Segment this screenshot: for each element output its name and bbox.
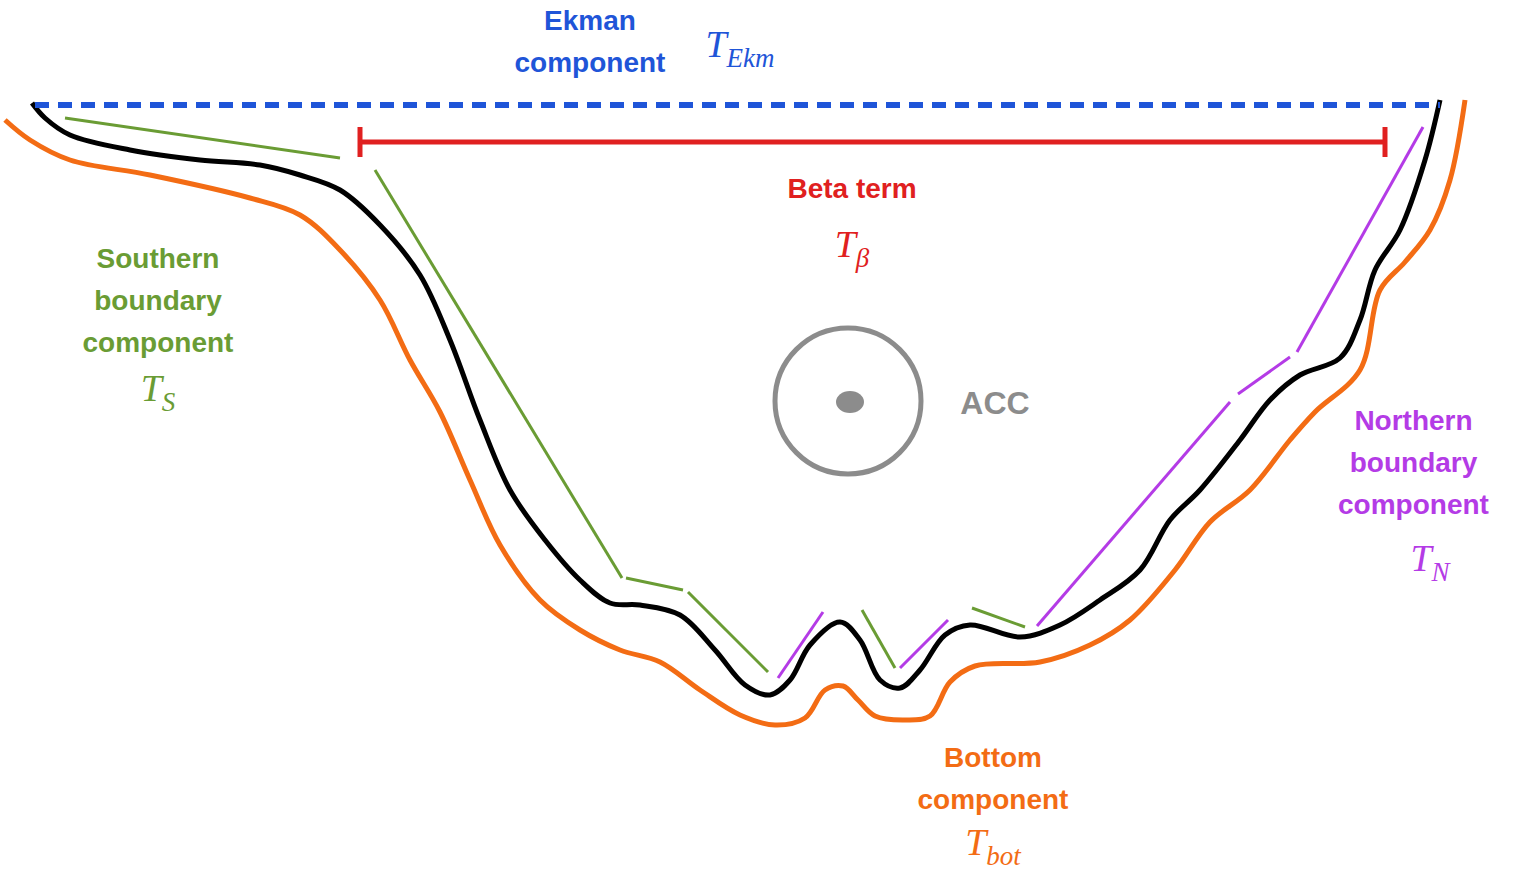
component-name: Southern boundary component bbox=[51, 238, 266, 364]
southern-boundary-segment bbox=[688, 592, 768, 672]
southern-boundary-segment bbox=[862, 610, 895, 668]
beta-bracket-end bbox=[358, 127, 363, 157]
component-name: Ekman component bbox=[490, 0, 690, 84]
bottom-contour bbox=[5, 100, 1465, 725]
current-name: ACC bbox=[935, 382, 1055, 424]
southern-boundary-segment bbox=[65, 118, 340, 158]
transport-symbol: Tβ bbox=[835, 222, 870, 270]
component-name: Bottom component bbox=[893, 737, 1093, 821]
component-name: Beta term bbox=[722, 168, 982, 210]
beta-bracket-end bbox=[1383, 127, 1388, 157]
transport-symbol: Tbot bbox=[965, 820, 1021, 868]
beta-bracket bbox=[360, 140, 1385, 145]
southern-boundary-segment bbox=[972, 608, 1025, 627]
acc-flow-symbol bbox=[775, 328, 921, 474]
ekman-surface-line bbox=[35, 102, 1440, 108]
component-name: Northern boundary component bbox=[1306, 400, 1521, 526]
northern-boundary-segment bbox=[1037, 402, 1230, 626]
northern-boundary-segment bbox=[1238, 357, 1290, 394]
southern-boundary-segment bbox=[626, 578, 683, 590]
southern-boundary-segment bbox=[375, 170, 622, 578]
transport-symbol: TEkm bbox=[705, 22, 774, 70]
transport-symbol: TN bbox=[1410, 536, 1449, 584]
acc-flow-dot bbox=[836, 391, 864, 413]
northern-boundary-segment bbox=[1297, 127, 1423, 352]
northern-boundary-segment bbox=[778, 612, 823, 678]
bathymetry-line bbox=[32, 100, 1440, 695]
northern-boundary-segment bbox=[900, 620, 948, 668]
transport-symbol: TS bbox=[141, 366, 176, 414]
